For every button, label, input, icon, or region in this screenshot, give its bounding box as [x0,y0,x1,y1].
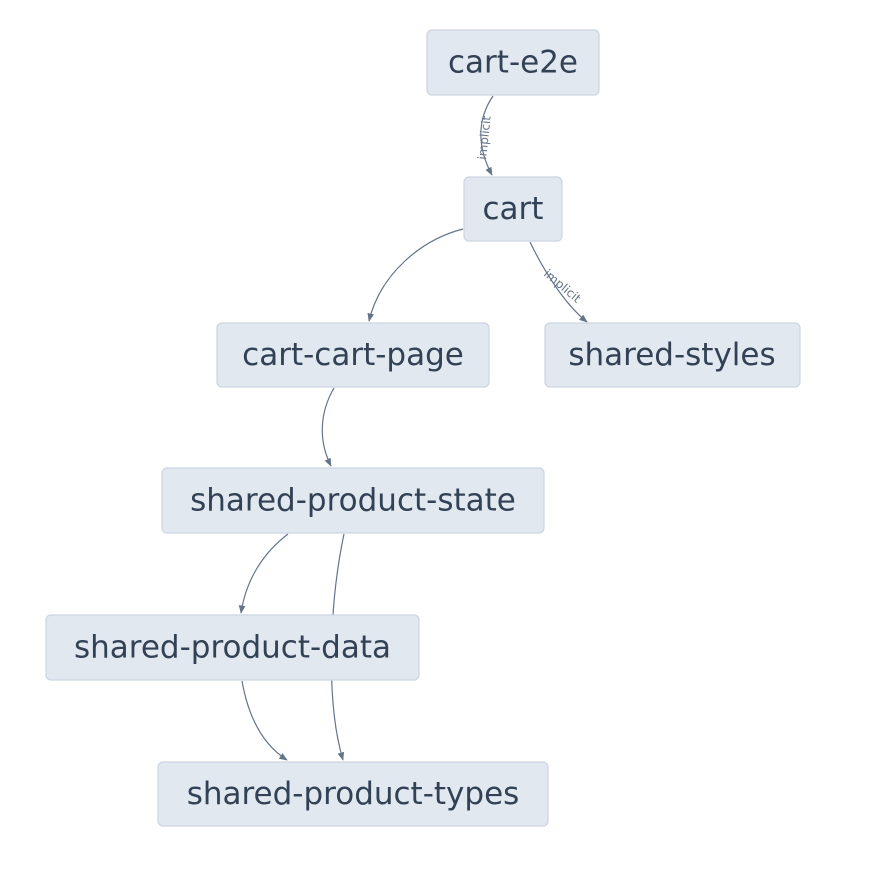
node-label: shared-product-types [187,776,520,812]
node-label: cart [483,191,544,227]
edge-cart-e2e-to-cart [480,95,494,176]
edge-label-cart-to-shared-styles: implicit [541,267,584,306]
node-cart-e2e[interactable]: cart-e2e [426,29,600,96]
node-label: shared-styles [568,337,775,373]
edge-cart-to-cart-cart-page [367,228,464,322]
node-label: shared-product-data [74,630,391,666]
node-shared-product-data[interactable]: shared-product-data [45,614,420,681]
node-label: shared-product-state [190,483,516,519]
node-label: cart-e2e [448,45,578,81]
edge-shared-product-data-to-shared-product-types [241,680,288,761]
edge-shared-product-state-to-shared-product-data [238,533,289,614]
node-shared-product-state[interactable]: shared-product-state [161,467,545,534]
node-label: cart-cart-page [242,337,464,373]
node-cart-cart-page[interactable]: cart-cart-page [216,322,490,388]
edge-cart-to-shared-styles [529,241,588,323]
node-shared-product-types[interactable]: shared-product-types [157,761,549,827]
edge-cart-cart-page-to-shared-product-state [321,387,335,467]
edge-label-cart-e2e-to-cart: implicit [475,115,494,160]
node-cart[interactable]: cart [463,176,563,242]
node-shared-styles[interactable]: shared-styles [544,322,801,388]
